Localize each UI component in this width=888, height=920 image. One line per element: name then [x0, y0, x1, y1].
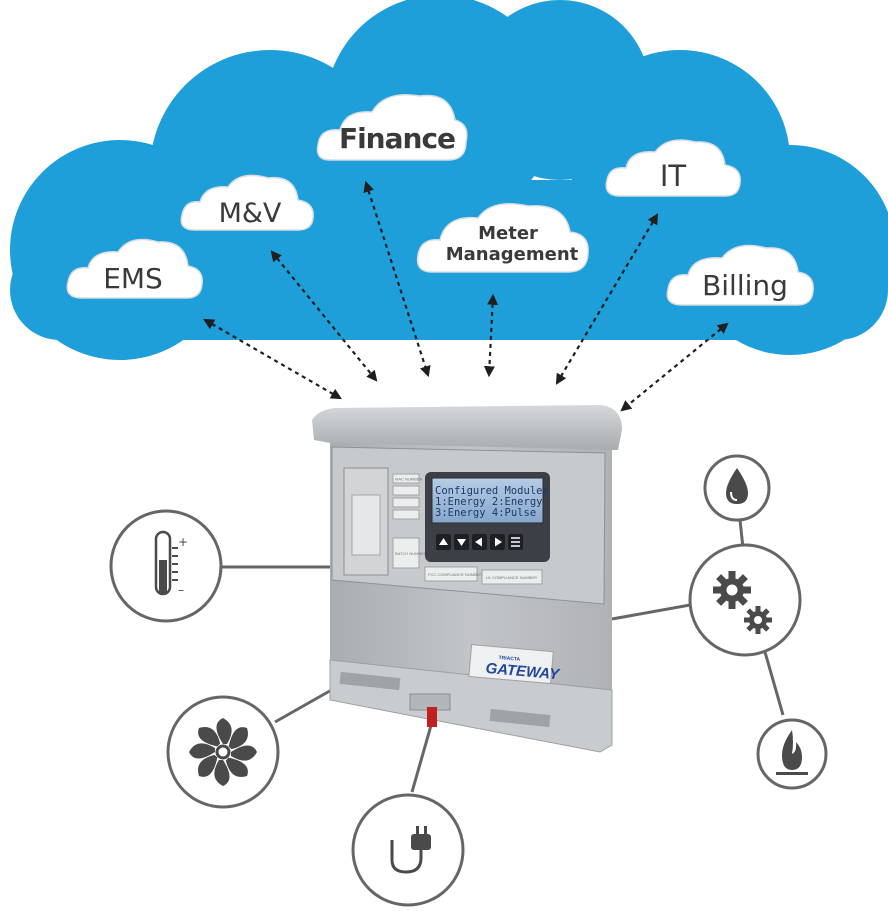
- svg-text:UL COMPLIANCE NUMBER: UL COMPLIANCE NUMBER: [486, 575, 537, 580]
- cloud-billing: Billing: [666, 244, 814, 306]
- device-lid: [312, 405, 622, 450]
- svg-text:MAC NUMBER: MAC NUMBER: [395, 477, 422, 482]
- power-node: [351, 793, 465, 907]
- svg-text:–: –: [178, 583, 184, 597]
- temperature-node: + –: [109, 509, 223, 623]
- cloud-it: IT: [605, 139, 741, 197]
- keypad-buttons: [436, 534, 523, 550]
- cloud-background: [10, 0, 888, 360]
- it-label: IT: [660, 159, 687, 193]
- meter-label-line1: Meter: [478, 223, 538, 244]
- arrow-finance: [363, 180, 431, 378]
- arrow-it: [555, 213, 659, 385]
- cloud-meter-management: Meter Management: [416, 203, 589, 273]
- arrow-mv: [270, 250, 378, 382]
- data-flow-arrows: [203, 180, 729, 412]
- fcc-label: [424, 566, 478, 582]
- mac-number-sticker: [392, 473, 420, 484]
- svg-text:+: +: [178, 535, 188, 549]
- meter-label-line2: Management: [446, 244, 579, 265]
- input-connectors: [222, 519, 785, 793]
- brand-top: TRIACTA: [498, 655, 520, 663]
- gateway-brand-plate: TRIACTA GATEWAY: [468, 644, 562, 685]
- gears-node: [688, 543, 802, 657]
- svg-text:FCC COMPLIANCE NUMBER: FCC COMPLIANCE NUMBER: [428, 572, 482, 577]
- water-node: [703, 454, 771, 522]
- gears-icon: [713, 571, 772, 634]
- svg-text:BATCH NUMBER: BATCH NUMBER: [395, 551, 427, 556]
- arrow-billing: [620, 322, 729, 412]
- thermometer-icon: + –: [154, 530, 188, 597]
- gas-node: [756, 718, 828, 790]
- lcd-screen: [431, 477, 544, 524]
- finance-label: Finance: [339, 122, 455, 155]
- batch-number-sticker: [392, 537, 420, 569]
- mv-label: M&V: [219, 198, 282, 229]
- fan-node: [166, 695, 280, 809]
- lcd-line-3: 3:Energy 4:Pulse: [435, 507, 536, 519]
- ul-label: [481, 569, 543, 585]
- billing-label: Billing: [702, 269, 788, 302]
- lcd-line-1: Configured Modules: [435, 485, 549, 497]
- ems-label: EMS: [103, 262, 163, 295]
- cloud-ems: EMS: [66, 238, 203, 299]
- arrow-ems: [203, 318, 342, 400]
- fan-icon: [189, 718, 257, 786]
- red-cable-connector: [427, 707, 437, 727]
- cloud-finance: Finance: [316, 94, 468, 161]
- lcd-line-2: 1:Energy 2:Energy: [435, 496, 542, 508]
- power-plug-icon: [390, 826, 431, 874]
- cloud-mv: M&V: [180, 174, 314, 231]
- brand-main: GATEWAY: [485, 660, 562, 684]
- flame-icon: [776, 730, 808, 775]
- gateway-device: MAC NUMBER BATCH NUMBER Configured Modul…: [312, 405, 622, 753]
- arrow-meter: [483, 293, 499, 378]
